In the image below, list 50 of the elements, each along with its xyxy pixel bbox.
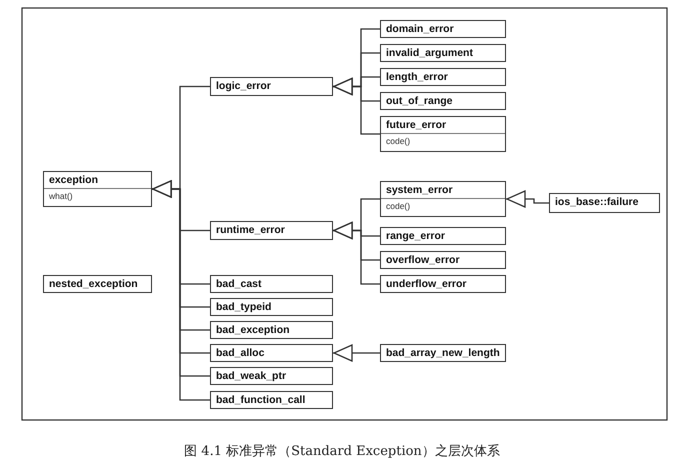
- inheritance-arrow: [333, 344, 380, 362]
- class-name: future_error: [385, 118, 448, 133]
- class-name: domain_error: [385, 22, 455, 37]
- figure-caption: 图 4.1 标准异常（Standard Exception）之层次体系: [183, 443, 501, 460]
- class-box: [210, 298, 333, 316]
- class-name: bad_function_call: [215, 393, 306, 408]
- method-name: code(): [381, 198, 505, 213]
- class-box: [380, 68, 506, 86]
- class-name: system_error: [385, 183, 454, 198]
- class-name: nested_exception: [48, 277, 139, 292]
- class-name: overflow_error: [385, 253, 461, 268]
- class-box: [380, 344, 506, 362]
- class-box: [380, 44, 506, 62]
- class-name: bad_typeid: [215, 300, 272, 315]
- class-box: [210, 77, 333, 96]
- class-name: invalid_argument: [385, 46, 474, 61]
- class-box: [210, 321, 333, 339]
- class-name: bad_alloc: [215, 346, 266, 361]
- inheritance-arrow: [506, 190, 549, 208]
- class-box: [380, 275, 506, 293]
- class-name: logic_error: [215, 79, 272, 94]
- class-name: out_of_range: [385, 94, 454, 109]
- inheritance-arrow: [333, 78, 380, 135]
- method-name: what(): [44, 188, 151, 203]
- class-box: [210, 391, 333, 409]
- class-box: [549, 193, 660, 213]
- class-box: [380, 116, 506, 152]
- class-box: [380, 181, 506, 217]
- class-name: ios_base::failure: [554, 195, 640, 210]
- inheritance-arrow: [333, 222, 380, 285]
- class-box: [210, 344, 333, 362]
- class-box: [43, 171, 152, 207]
- class-name: range_error: [385, 229, 446, 244]
- class-box: [380, 227, 506, 245]
- class-name: underflow_error: [385, 277, 468, 292]
- class-box: [210, 367, 333, 385]
- class-name: bad_cast: [215, 277, 263, 292]
- class-name: bad_array_new_length: [385, 346, 501, 361]
- class-box: [380, 251, 506, 269]
- class-box: [210, 275, 333, 293]
- class-name: length_error: [385, 70, 449, 85]
- class-name: runtime_error: [215, 223, 286, 238]
- class-name: bad_exception: [215, 323, 291, 338]
- class-box: [380, 20, 506, 38]
- class-name: bad_weak_ptr: [215, 369, 288, 384]
- class-box: [380, 92, 506, 110]
- class-box: [43, 275, 152, 293]
- class-name: exception: [48, 173, 100, 188]
- class-box: [210, 221, 333, 240]
- method-name: code(): [381, 133, 505, 148]
